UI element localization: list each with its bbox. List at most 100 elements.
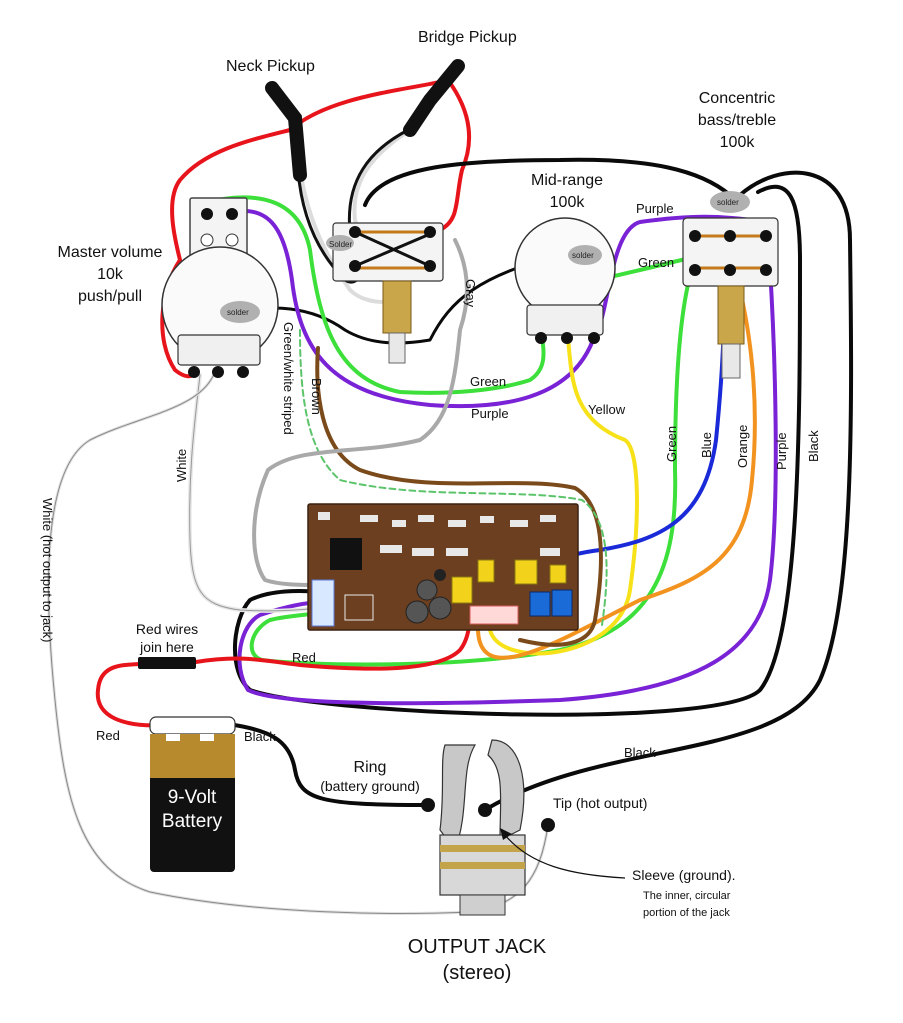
red-wire-join bbox=[138, 657, 196, 669]
pot-lug bbox=[689, 230, 701, 242]
neck-pickup-label: Neck Pickup bbox=[226, 58, 315, 75]
midrange-label: 100k bbox=[550, 194, 586, 211]
capacitor-round bbox=[434, 569, 446, 581]
gray-wire bbox=[252, 238, 469, 587]
white-wire-master bbox=[187, 373, 320, 613]
switch-link bbox=[354, 232, 431, 268]
pot-terminal-block bbox=[526, 304, 604, 336]
midrange-label: Mid-range bbox=[531, 172, 603, 189]
purple-wire-right bbox=[237, 266, 778, 706]
component bbox=[446, 548, 468, 556]
wire-label-green-white: Green/white striped bbox=[281, 322, 296, 435]
wire-label-red-preamp: Red bbox=[292, 650, 316, 665]
pot-lug bbox=[588, 332, 600, 344]
solder-label-master: solder bbox=[227, 308, 249, 317]
wire-label-black-right: Black bbox=[806, 430, 821, 462]
component bbox=[418, 515, 434, 522]
black-right-wire bbox=[483, 170, 854, 812]
pot-lug bbox=[237, 366, 249, 378]
sleeve-lug bbox=[541, 818, 555, 832]
pot-lug bbox=[760, 230, 772, 242]
pot-lug bbox=[724, 230, 736, 242]
pot-lug bbox=[689, 264, 701, 276]
concentric-label: Concentric bbox=[699, 90, 775, 107]
midrange-pot[interactable]: solder bbox=[514, 217, 616, 344]
pickup-selector-switch[interactable]: Solder bbox=[326, 222, 444, 364]
wire-label-white: White bbox=[174, 449, 189, 482]
jack-washer bbox=[440, 845, 525, 852]
wire-labels: White White (hot output to jack) Green/w… bbox=[40, 201, 821, 760]
switch-lug bbox=[225, 233, 239, 247]
pot-lug bbox=[561, 332, 573, 344]
neck-pickup-lead-white bbox=[298, 168, 397, 304]
wire-label-green-right: Green bbox=[664, 426, 679, 462]
black-right-wire-2 bbox=[232, 184, 802, 717]
trimmer-blue bbox=[529, 591, 551, 617]
bridge-pickup-label: Bridge Pickup bbox=[418, 29, 517, 46]
jack-spring bbox=[487, 739, 525, 841]
wire-label-black-jack: Black bbox=[624, 745, 656, 760]
solder-label-concentric: solder bbox=[717, 198, 739, 207]
red-battery-wire bbox=[95, 662, 180, 728]
capacitor-yellow bbox=[451, 576, 473, 604]
capacitor-yellow bbox=[477, 559, 495, 583]
pot-shaft-tip bbox=[721, 343, 741, 379]
battery-label-line2: Battery bbox=[162, 811, 223, 832]
header-left bbox=[311, 579, 335, 627]
pot-lug bbox=[535, 332, 547, 344]
ic-chip bbox=[330, 538, 362, 570]
board-chip bbox=[344, 594, 374, 621]
red-pickup-wire-2 bbox=[438, 78, 472, 232]
wire-label-blue: Blue bbox=[699, 432, 714, 458]
pot-body bbox=[514, 217, 616, 319]
pot-lug bbox=[212, 366, 224, 378]
battery: 9-Volt Battery bbox=[149, 716, 236, 872]
switch-lug bbox=[349, 226, 361, 238]
switch-lug bbox=[201, 208, 213, 220]
capacitor-round bbox=[428, 596, 452, 620]
pot-terminal-block bbox=[177, 334, 261, 366]
red-preamp-wire bbox=[194, 610, 472, 671]
master-volume-label: Master volume bbox=[58, 244, 163, 261]
output-jack[interactable] bbox=[421, 739, 626, 916]
switch-shaft bbox=[382, 280, 412, 334]
labels: Bridge Pickup Neck Pickup Concentric bas… bbox=[58, 29, 777, 984]
master-volume-label: 10k bbox=[97, 266, 124, 283]
tip-lug bbox=[478, 803, 492, 817]
switch-lug bbox=[424, 226, 436, 238]
pot-shaft bbox=[717, 285, 745, 345]
solder-blob bbox=[568, 245, 602, 265]
black-top-wire bbox=[363, 157, 732, 207]
pot-lug bbox=[724, 264, 736, 276]
component bbox=[540, 548, 560, 556]
sleeve-label: portion of the jack bbox=[643, 907, 730, 919]
battery-terminal bbox=[166, 734, 180, 741]
green-wire-lower bbox=[206, 195, 546, 395]
white-hot-wire-outline bbox=[47, 371, 549, 914]
wire-label-purple-right: Purple bbox=[774, 432, 789, 470]
jack-washer bbox=[440, 862, 525, 869]
neck-pickup-cable bbox=[265, 81, 307, 182]
sleeve-arrowhead bbox=[500, 828, 512, 840]
green-white-wire bbox=[299, 329, 608, 626]
tip-label: Tip (hot output) bbox=[553, 795, 647, 811]
concentric-pot[interactable]: solder bbox=[682, 191, 779, 379]
white-wire-master-outline bbox=[189, 374, 319, 612]
wire-label-black-battery: Black bbox=[244, 729, 276, 744]
wire-label-red-left: Red bbox=[96, 728, 120, 743]
battery-terminal bbox=[200, 734, 214, 741]
wire-label-green-lower: Green bbox=[470, 374, 506, 389]
component bbox=[480, 516, 494, 523]
component bbox=[510, 520, 528, 527]
red-wires-label: Red wires bbox=[136, 621, 198, 637]
bridge-pickup-cable bbox=[403, 59, 465, 137]
component bbox=[360, 515, 378, 522]
capacitor-round bbox=[405, 600, 429, 624]
master-volume-pot[interactable]: solder bbox=[161, 197, 279, 378]
trimmer-blue bbox=[551, 589, 573, 617]
component bbox=[318, 512, 330, 520]
red-pickup-wire bbox=[160, 78, 450, 379]
battery-clip bbox=[149, 716, 236, 735]
solder-blob bbox=[220, 301, 260, 323]
